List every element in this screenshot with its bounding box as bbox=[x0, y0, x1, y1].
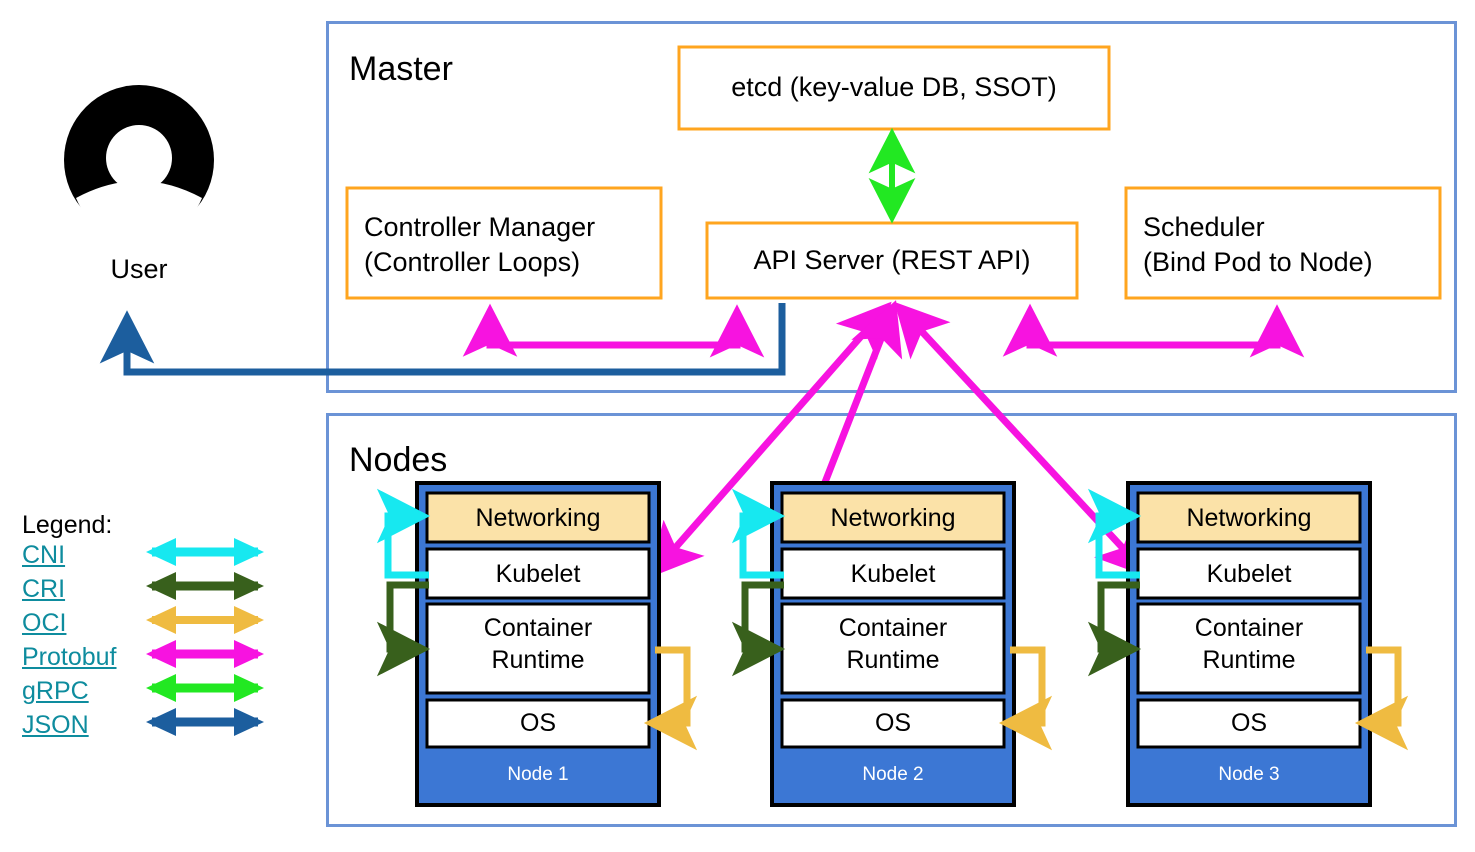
api-server-box bbox=[705, 221, 1079, 300]
etcd-box bbox=[677, 45, 1111, 131]
node-2-container-runtime-label-line1: Container bbox=[838, 614, 948, 642]
node-1-networking-box bbox=[425, 491, 651, 544]
node-2-os-box bbox=[780, 698, 1006, 749]
node-1-networking-label: Networking bbox=[475, 504, 601, 532]
legend-head-json-right bbox=[234, 708, 264, 736]
node-1-container-runtime-label-line1: Container bbox=[483, 614, 593, 642]
controller-manager-label-line1: Controller Manager bbox=[364, 212, 596, 242]
node-3-networking-label: Networking bbox=[1186, 504, 1312, 532]
legend-item-oci[interactable]: OCI bbox=[22, 609, 67, 637]
arrow-cri-node-2 bbox=[731, 581, 786, 677]
legend-head-cri-right bbox=[234, 572, 264, 600]
legend-item-grpc[interactable]: gRPC bbox=[22, 677, 89, 705]
user-label: User bbox=[110, 254, 168, 284]
node-2-group bbox=[731, 481, 1053, 807]
user-avatar-icon bbox=[64, 85, 214, 244]
node-3-container-runtime-label-line2: Runtime bbox=[1202, 646, 1296, 674]
legend-head-json-left bbox=[146, 708, 176, 736]
legend-head-cri-left bbox=[146, 572, 176, 600]
node-1-container-runtime-label-line2: Runtime bbox=[491, 646, 585, 674]
arrow-cri-node-1 bbox=[376, 581, 431, 677]
scheduler-label-line2: (Bind Pod to Node) bbox=[1143, 247, 1373, 277]
node-2-name: Node 2 bbox=[862, 764, 924, 785]
node-2-os-label: OS bbox=[874, 709, 912, 737]
node-2-kubelet-box bbox=[780, 547, 1006, 600]
node-1-os-box bbox=[425, 698, 651, 749]
controller-manager-box bbox=[345, 186, 663, 300]
arrow-cri-node-3 bbox=[1087, 581, 1142, 677]
node-3-os-label: OS bbox=[1230, 709, 1268, 737]
node-3-group bbox=[1087, 481, 1409, 807]
node-1-container-runtime-box bbox=[425, 602, 651, 695]
node-2-container-runtime-box bbox=[780, 602, 1006, 695]
node-2-networking-label: Networking bbox=[830, 504, 956, 532]
api-server-label: API Server (REST API) bbox=[753, 245, 1031, 275]
controller-manager-label-line2: (Controller Loops) bbox=[364, 247, 581, 277]
legend-item-json[interactable]: JSON bbox=[22, 711, 89, 739]
legend-arrows bbox=[146, 538, 264, 736]
arrow-cni-node-2 bbox=[731, 488, 786, 579]
scheduler-label-line1: Scheduler bbox=[1143, 212, 1265, 242]
legend-item-cni[interactable]: CNI bbox=[22, 541, 66, 569]
etcd-label: etcd (key-value DB, SSOT) bbox=[731, 72, 1057, 102]
scheduler-box bbox=[1124, 186, 1442, 300]
legend-item-cri[interactable]: CRI bbox=[22, 575, 66, 603]
node-1-name: Node 1 bbox=[507, 764, 569, 785]
node-2-kubelet-label: Kubelet bbox=[850, 560, 936, 588]
legend-head-oci-right bbox=[234, 606, 264, 634]
arrow-cni-node-3 bbox=[1087, 488, 1142, 579]
node-3-name: Node 3 bbox=[1218, 764, 1280, 785]
node-3-container-runtime-label-line1: Container bbox=[1194, 614, 1304, 642]
legend-head-protobuf-right bbox=[234, 640, 264, 668]
legend-title: Legend: bbox=[22, 511, 113, 539]
node-1-kubelet-label: Kubelet bbox=[495, 560, 581, 588]
legend-head-cni-right bbox=[234, 538, 264, 566]
arrow-oci-node-2 bbox=[998, 646, 1053, 751]
node-3-kubelet-box bbox=[1136, 547, 1362, 600]
arrow-oci-node-1 bbox=[643, 646, 698, 751]
nodes-title: Nodes bbox=[349, 441, 448, 479]
master-title: Master bbox=[349, 50, 453, 88]
legend-head-grpc-right bbox=[234, 674, 264, 702]
legend-head-oci-left bbox=[146, 606, 176, 634]
node-3-container-runtime-box bbox=[1136, 602, 1362, 695]
arrow-oci-node-3 bbox=[1354, 646, 1409, 751]
legend-head-grpc-left bbox=[146, 674, 176, 702]
legend-item-protobuf[interactable]: Protobuf bbox=[22, 643, 117, 671]
node-1-os-label: OS bbox=[519, 709, 557, 737]
legend-head-protobuf-left bbox=[146, 640, 176, 668]
node-3-kubelet-label: Kubelet bbox=[1206, 560, 1292, 588]
legend-head-cni-left bbox=[146, 538, 176, 566]
node-2-networking-box bbox=[780, 491, 1006, 544]
node-2-container-runtime-label-line2: Runtime bbox=[846, 646, 940, 674]
node-1-group bbox=[376, 481, 698, 807]
arrow-cni-node-1 bbox=[376, 488, 431, 579]
